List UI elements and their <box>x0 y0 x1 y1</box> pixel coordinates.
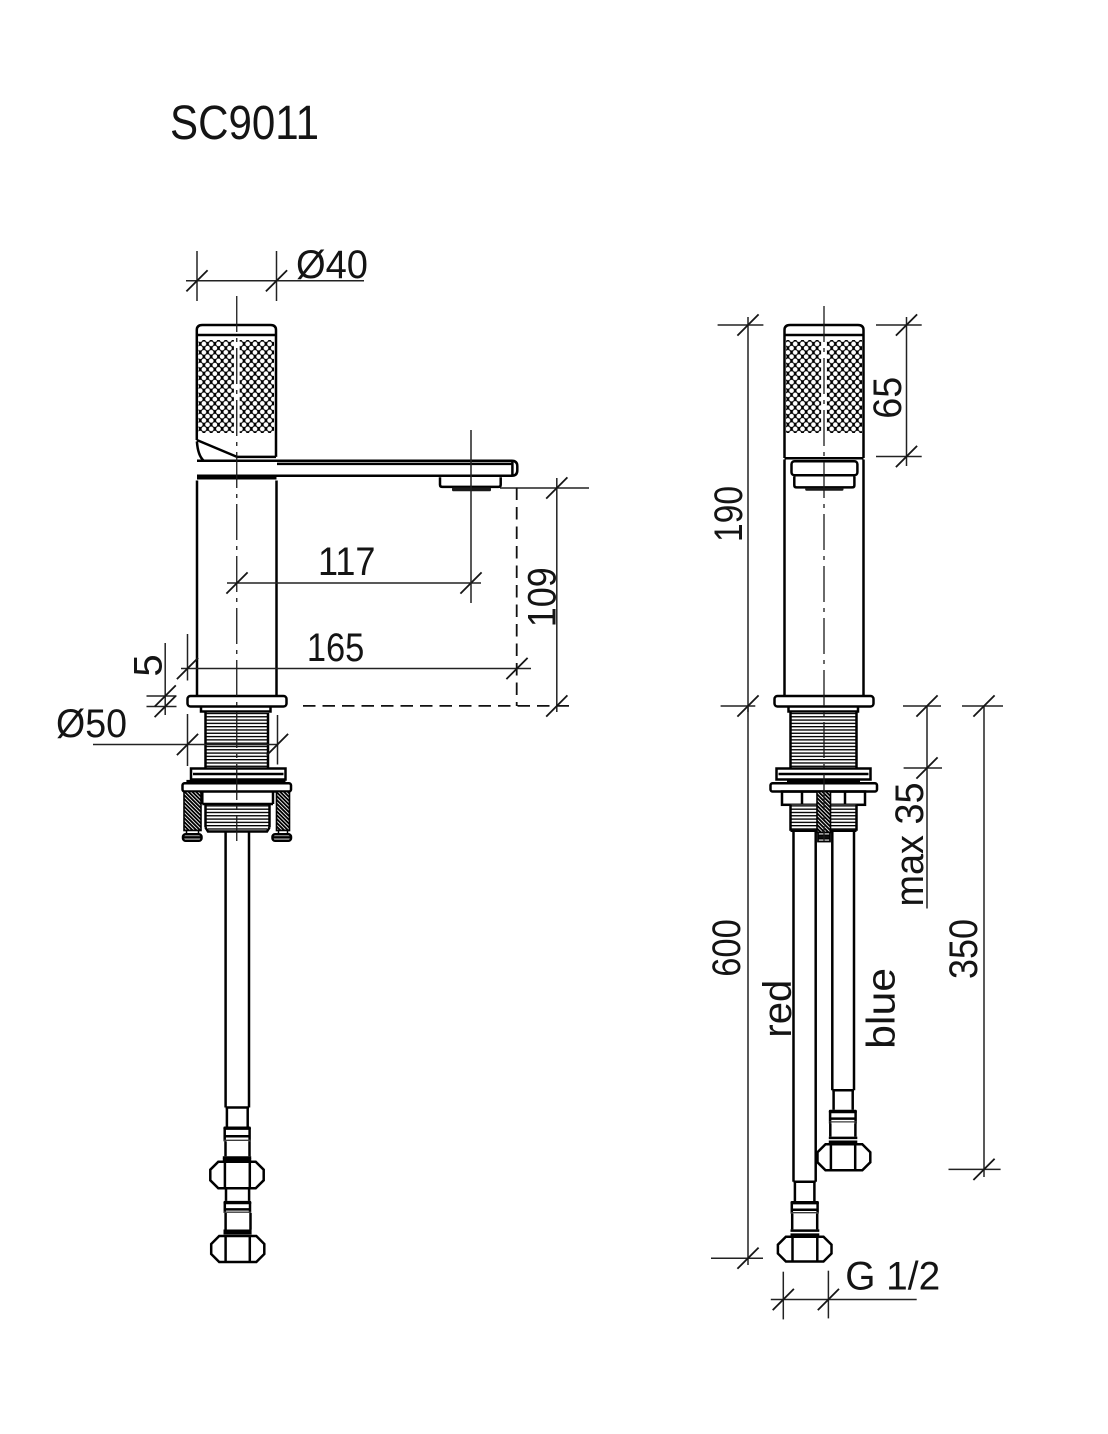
svg-text:109: 109 <box>521 567 565 627</box>
svg-text:165: 165 <box>307 626 365 670</box>
svg-text:blue: blue <box>860 968 904 1049</box>
svg-text:117: 117 <box>318 540 376 584</box>
svg-text:red: red <box>756 980 800 1038</box>
svg-text:5: 5 <box>127 654 171 676</box>
svg-text:190: 190 <box>707 486 751 542</box>
svg-text:G 1/2: G 1/2 <box>845 1255 940 1299</box>
svg-text:65: 65 <box>866 377 910 419</box>
svg-text:SC9011: SC9011 <box>170 97 319 150</box>
svg-text:max 35: max 35 <box>888 783 932 907</box>
svg-text:Ø50: Ø50 <box>56 702 127 746</box>
svg-text:600: 600 <box>705 919 749 977</box>
svg-text:Ø40: Ø40 <box>296 243 368 287</box>
svg-text:350: 350 <box>942 919 986 979</box>
